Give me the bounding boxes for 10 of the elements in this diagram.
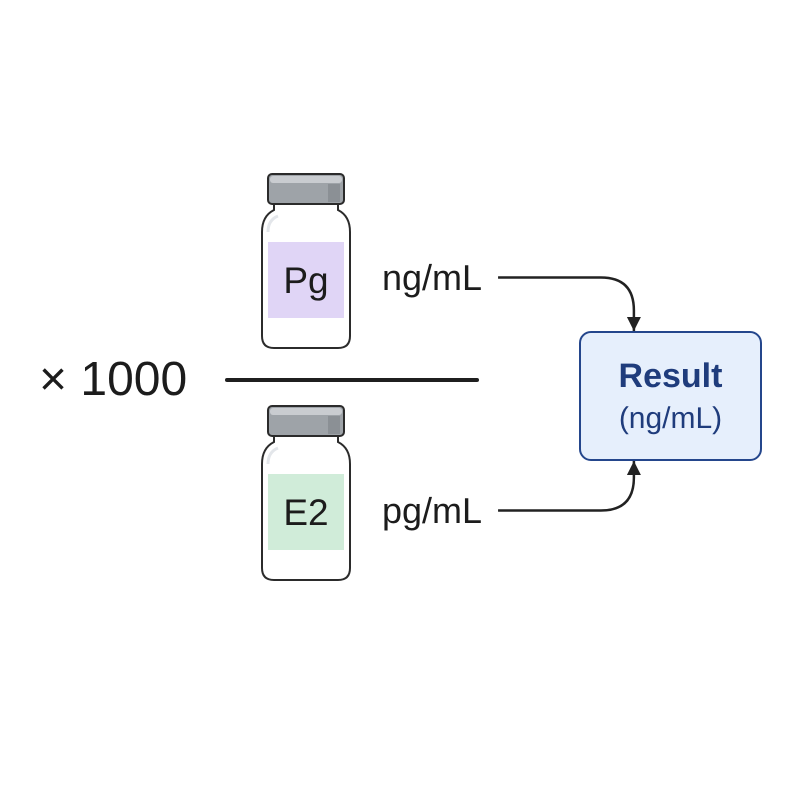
vial-label: E2 xyxy=(283,494,329,530)
result-unit: (ng/mL) xyxy=(618,400,722,436)
curved-arrow xyxy=(498,461,641,512)
curved-arrow xyxy=(498,276,641,331)
multiplier-text: × 1000 xyxy=(39,352,188,408)
unit-label: pg/mL xyxy=(382,488,482,533)
result-box xyxy=(579,331,762,461)
vial-label: Pg xyxy=(283,262,329,298)
unit-label: ng/mL xyxy=(382,255,482,300)
result-title: Result xyxy=(618,356,722,397)
